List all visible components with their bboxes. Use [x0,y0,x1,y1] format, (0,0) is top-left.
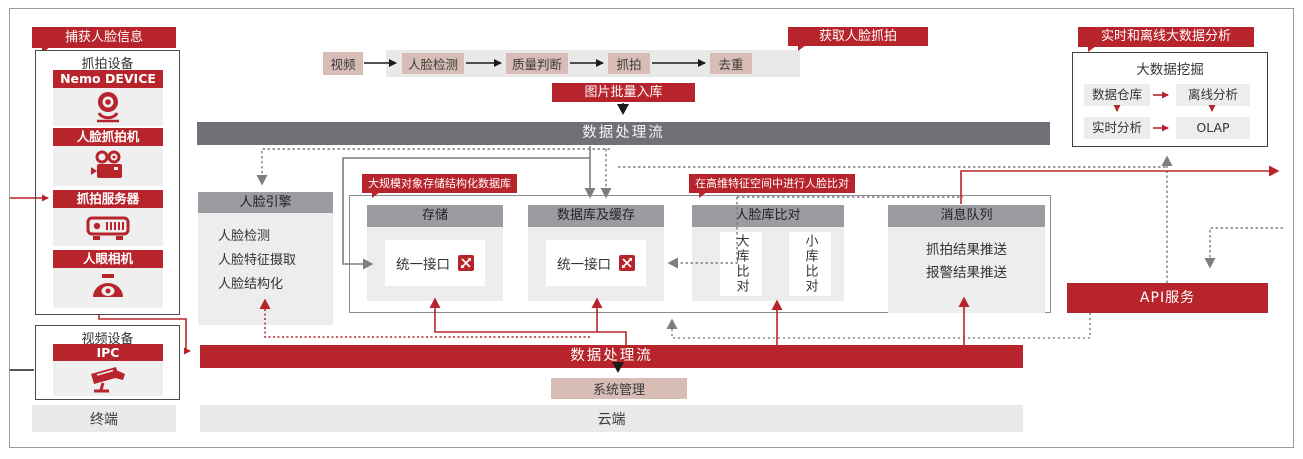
bigdata-mining-title: 大数据挖掘 [1136,62,1204,78]
cctv-camera-icon [91,366,125,392]
api-service-bar: API服务 [1067,283,1268,313]
device-icon-box [53,208,163,246]
face-engine-panel: 人脸引擎 人脸检测 人脸特征摄取 人脸结构化 [198,192,333,325]
capture-face-info-badge: 捕获人脸信息 [32,27,176,53]
device-icon-box [53,361,163,396]
get-face-capture-badge: 获取人脸抓拍 [788,27,928,51]
device-icon-box [53,88,163,126]
realtime-analysis-cell: 实时分析 [1084,117,1150,139]
message-queue-panel: 消息队列 抓拍结果推送 报警结果推送 [888,205,1045,313]
device-label: IPC [53,344,163,361]
pipeline-step-dedup: 去重 [710,53,752,74]
device-icon-box [53,146,163,186]
data-warehouse-cell: 数据仓库 [1084,84,1150,106]
pipeline-step-quality: 质量判断 [506,53,568,74]
swap-arrows-icon [619,255,635,271]
data-flow-bar-top: 数据处理流 [197,122,1050,145]
unified-interface-box: 统一接口 [546,240,646,286]
face-engine-title: 人脸引擎 [198,192,333,213]
queue-item: 报警结果推送 [926,265,1007,281]
webcam-icon [97,92,119,123]
batch-import-badge: 图片批量入库 [552,83,695,102]
capture-devices-title: 抓拍设备 [81,57,134,72]
pipeline-step-face-detect: 人脸检测 [402,53,464,74]
database-cache-title: 数据库及缓存 [528,205,664,227]
engine-item: 人脸检测 [218,229,271,244]
dome-camera-icon [93,274,123,297]
message-queue-title: 消息队列 [888,205,1045,227]
small-library-compare: 小库比对 [789,232,831,296]
face-compare-panel: 人脸库比对 大库比对 小库比对 [692,205,844,301]
compare-callout: 在高维特征空间中进行人脸比对 [689,174,855,198]
system-management-badge: 系统管理 [551,378,687,399]
pipeline-step-capture: 抓拍 [608,53,650,74]
queue-item: 抓拍结果推送 [926,242,1007,258]
database-cache-panel: 数据库及缓存 统一接口 [528,205,664,301]
swap-arrows-icon [458,255,474,271]
offline-analysis-cell: 离线分析 [1176,84,1250,106]
device-label: 人眼相机 [53,250,163,268]
device-label: 人脸抓拍机 [53,128,163,146]
device-label: Nemo DEVICE [53,70,163,88]
pipeline-step-video: 视频 [323,52,363,75]
device-icon-box [53,268,163,308]
device-label: 抓拍服务器 [53,190,163,208]
cloud-zone-label: 云端 [200,405,1023,432]
storage-panel: 存储 统一接口 [367,205,503,301]
unified-interface-label: 统一接口 [396,257,450,273]
storage-callout: 大规模对象存储结构化数据库 [362,174,517,198]
unified-interface-label: 统一接口 [557,257,611,273]
camcorder-icon [91,150,122,178]
data-flow-bar-bottom: 数据处理流 [200,345,1023,368]
face-compare-title: 人脸库比对 [692,205,844,227]
engine-item: 人脸结构化 [218,277,284,292]
engine-item: 人脸特征摄取 [218,253,297,268]
server-icon [86,216,130,240]
terminal-zone-label: 终端 [32,405,176,432]
storage-title: 存储 [367,205,503,227]
unified-interface-box: 统一接口 [385,240,485,286]
large-library-compare: 大库比对 [720,232,762,296]
bigdata-analysis-badge: 实时和离线大数据分析 [1078,27,1254,52]
olap-cell: OLAP [1176,117,1250,139]
